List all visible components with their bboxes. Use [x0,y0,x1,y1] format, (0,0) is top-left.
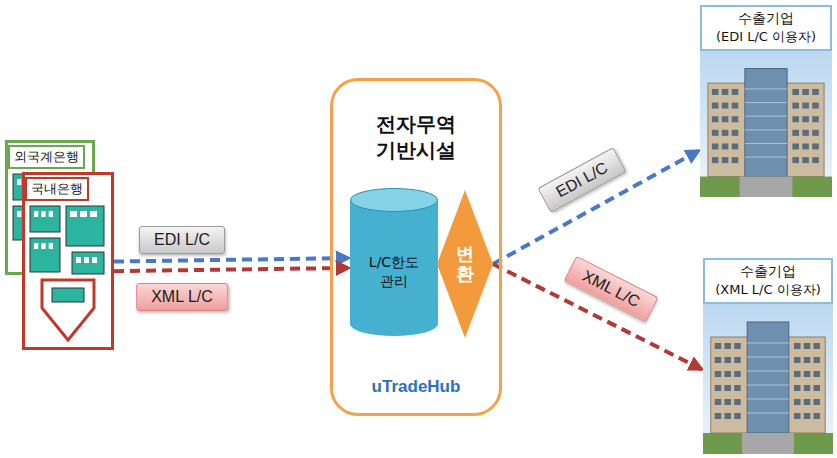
convert-diamond: 변환 [437,190,493,338]
exporter-company: 수출기업(EDI L/C 이용자) [700,5,832,197]
dashed-arrow [114,258,350,262]
domestic-bank: 국내은행 [22,172,114,350]
platform-title: 전자무역 기반시설 [351,111,481,163]
company-name: 수출기업 [704,10,828,28]
database-label: L/C한도 관리 [362,253,426,291]
flow-label: XML L/C [564,256,658,322]
company-name: 수출기업 [707,263,829,281]
company-role: (XML L/C 이용자) [707,281,829,299]
database-cylinder: L/C한도 관리 [350,188,438,336]
bank-name: 외국계은행 [8,145,85,169]
building-photo [700,51,832,197]
flow-label: EDI L/C [538,147,627,213]
company-header: 수출기업(XML L/C 이용자) [703,258,833,304]
bank-name: 국내은행 [25,177,89,201]
company-header: 수출기업(EDI L/C 이용자) [700,5,832,51]
flow-label: XML L/C [136,283,228,311]
exporter-company: 수출기업(XML L/C 이용자) [703,258,833,454]
company-role: (EDI L/C 이용자) [704,28,828,46]
platform-box: 전자무역 기반시설 uTradeHub L/C한도 관리 변환 [330,78,502,416]
convert-label: 변환 [456,244,474,284]
platform-name: uTradeHub [372,377,461,397]
building-photo [703,304,833,454]
dashed-arrow [114,268,350,271]
flow-label: EDI L/C [139,226,225,254]
